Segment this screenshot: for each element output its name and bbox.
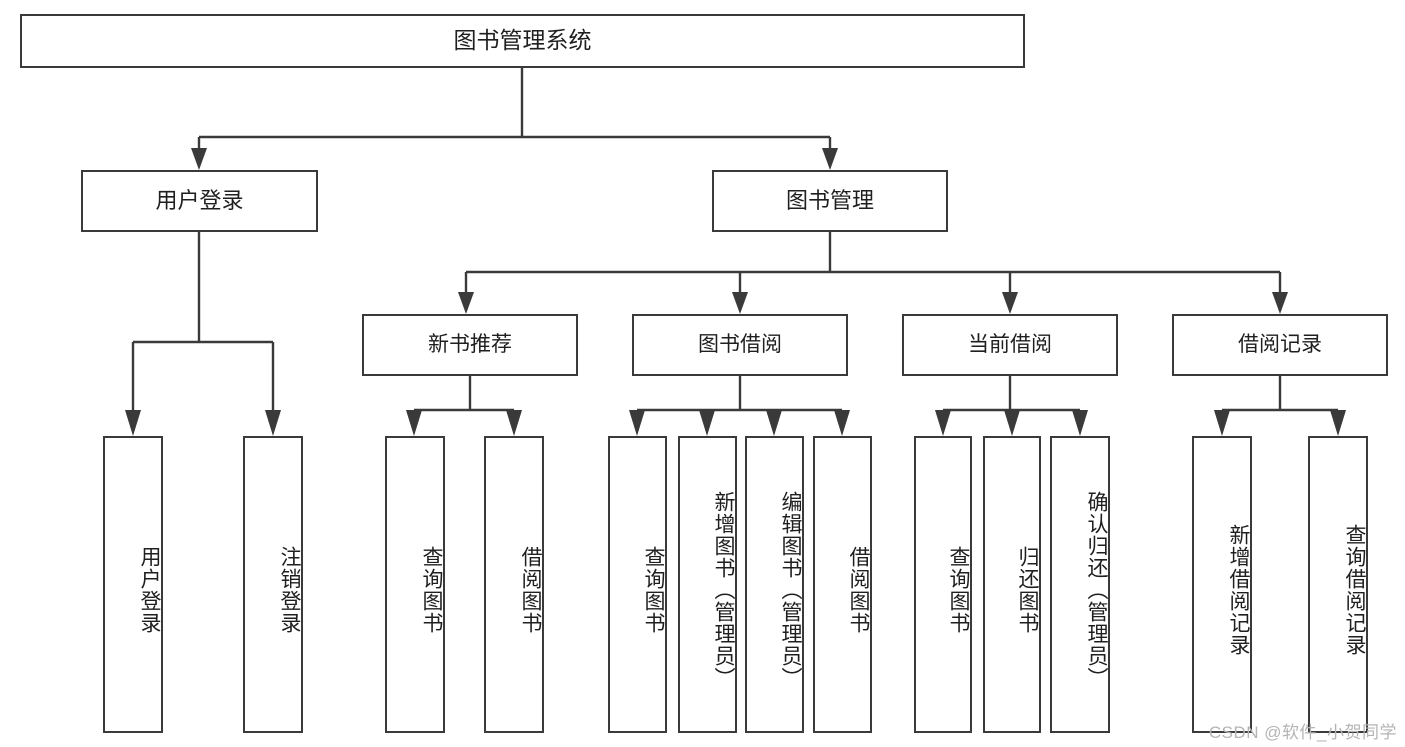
leaf-label: 借阅图书	[847, 545, 870, 634]
leaf-label: 确认归还（管理员）	[1085, 490, 1108, 689]
leaf-borrow-edit-book-admin[interactable]: 编辑图书（管理员）	[745, 436, 804, 733]
node-borrow-record[interactable]: 借阅记录	[1172, 314, 1388, 376]
leaf-borrow-borrow-book[interactable]: 借阅图书	[813, 436, 872, 733]
leaf-label: 归还图书	[1016, 545, 1039, 634]
leaf-label: 查询图书	[947, 545, 970, 634]
leaf-borrow-add-book-admin[interactable]: 新增图书（管理员）	[678, 436, 737, 733]
leaf-recommend-borrow-book[interactable]: 借阅图书	[484, 436, 544, 733]
leaf-label: 注销登录	[278, 545, 301, 634]
leaf-record-add-record[interactable]: 新增借阅记录	[1192, 436, 1252, 733]
leaf-label: 查询图书	[420, 545, 443, 634]
node-new-book-recommend[interactable]: 新书推荐	[362, 314, 578, 376]
node-root-system[interactable]: 图书管理系统	[20, 14, 1025, 68]
leaf-label: 用户登录	[138, 545, 161, 634]
node-current-borrow[interactable]: 当前借阅	[902, 314, 1118, 376]
node-book-management[interactable]: 图书管理	[712, 170, 948, 232]
node-user-login[interactable]: 用户登录	[81, 170, 318, 232]
leaf-current-query-book[interactable]: 查询图书	[914, 436, 972, 733]
leaf-label: 查询图书	[642, 545, 665, 634]
leaf-label: 新增借阅记录	[1227, 523, 1250, 656]
watermark-text: CSDN @软件_小贺同学	[1208, 723, 1397, 742]
leaf-current-return-book[interactable]: 归还图书	[983, 436, 1041, 733]
leaf-label: 新增图书（管理员）	[712, 490, 735, 689]
leaf-borrow-query-book[interactable]: 查询图书	[608, 436, 667, 733]
leaf-label: 编辑图书（管理员）	[779, 490, 802, 689]
leaf-current-confirm-return-admin[interactable]: 确认归还（管理员）	[1050, 436, 1110, 733]
leaf-user-login-login[interactable]: 用户登录	[103, 436, 163, 733]
leaf-label: 查询借阅记录	[1343, 523, 1366, 656]
leaf-recommend-query-book[interactable]: 查询图书	[385, 436, 445, 733]
leaf-user-login-logout[interactable]: 注销登录	[243, 436, 303, 733]
leaf-label: 借阅图书	[519, 545, 542, 634]
node-book-borrow[interactable]: 图书借阅	[632, 314, 848, 376]
leaf-record-query-record[interactable]: 查询借阅记录	[1308, 436, 1368, 733]
